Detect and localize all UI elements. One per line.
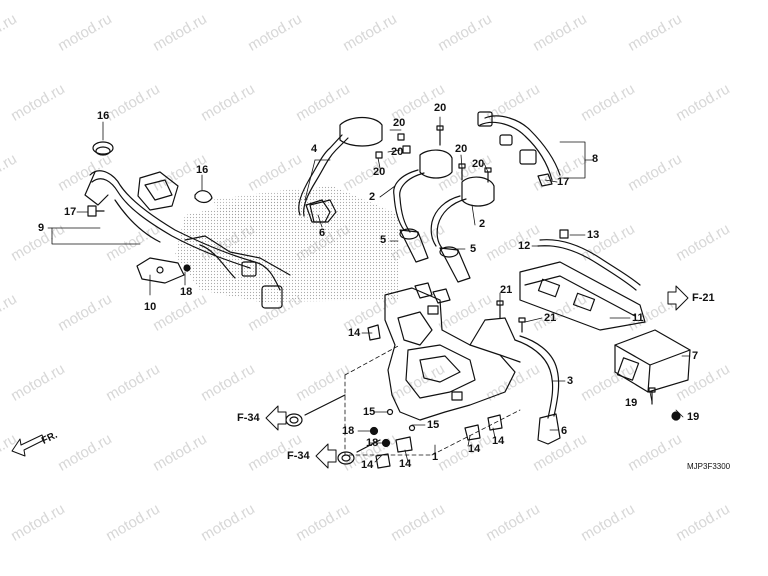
callout-6: 6	[561, 425, 568, 437]
callout-14: 14	[361, 459, 374, 471]
cable-12	[537, 229, 641, 291]
callout-14: 14	[399, 458, 412, 470]
callout-7: 7	[692, 350, 699, 362]
wire-3	[514, 335, 560, 419]
nuts-15-18	[369, 408, 416, 448]
frame-shading	[175, 185, 400, 302]
callout-3: 3	[567, 375, 574, 387]
callout-19: 19	[687, 411, 700, 423]
ref-label-f34: F-34	[287, 450, 310, 462]
callout-11: 11	[632, 312, 644, 324]
callout-20: 20	[373, 166, 386, 178]
clips-14	[367, 282, 503, 469]
ignition-coil-2b	[430, 176, 495, 249]
callout-14: 14	[492, 435, 505, 447]
callout-1: 1	[432, 451, 439, 463]
diagram-code: MJP3F3300	[687, 462, 731, 471]
callout-20: 20	[391, 146, 404, 158]
callout-18: 18	[342, 425, 355, 437]
cap-6-left	[309, 199, 337, 223]
callout-18: 18	[180, 286, 193, 298]
bracket-10	[136, 257, 185, 284]
bolts-20	[375, 125, 492, 183]
callout-5: 5	[470, 243, 477, 255]
module-7	[614, 329, 691, 393]
callout-15: 15	[363, 406, 376, 418]
ref-label-f34: F-34	[237, 412, 260, 424]
callout-18: 18	[366, 437, 379, 449]
clamp-16	[92, 141, 213, 204]
callout-20: 20	[393, 117, 406, 129]
callout-17: 17	[557, 176, 570, 188]
ignition-coil-4	[298, 116, 383, 223]
nut-18-left	[183, 264, 191, 272]
front-arrow	[11, 434, 45, 457]
callout-2: 2	[479, 218, 486, 230]
callout-16: 16	[97, 110, 110, 122]
callout-16: 16	[196, 164, 209, 176]
ref-arrow-f34a	[265, 405, 287, 431]
callout-15: 15	[427, 419, 440, 431]
ref-arrow-f21	[667, 285, 689, 311]
plug-cap-5b	[439, 246, 471, 283]
ref-arrow-f34b	[315, 443, 337, 469]
bolts-21	[496, 300, 526, 333]
callout-4: 4	[311, 143, 318, 155]
sub-harness-8	[477, 111, 561, 187]
wire-harness-9	[84, 170, 291, 309]
cap-6-right	[537, 413, 561, 445]
callout-6: 6	[319, 227, 326, 239]
callout-14: 14	[348, 327, 361, 339]
callout-14: 14	[468, 443, 481, 455]
bracket-frame-1	[384, 287, 521, 421]
plug-cap-5a	[399, 228, 429, 263]
callout-21: 21	[500, 284, 513, 296]
bolt-17-left	[87, 205, 105, 217]
callout-21: 21	[544, 312, 557, 324]
callout-17: 17	[64, 206, 77, 218]
callout-5: 5	[380, 234, 387, 246]
callout-20: 20	[434, 102, 447, 114]
unit-11	[519, 261, 646, 331]
callout-9: 9	[38, 222, 45, 234]
callout-8: 8	[592, 153, 599, 165]
ignition-coil-2a	[393, 149, 453, 233]
callout-20: 20	[472, 158, 485, 170]
callout-19: 19	[625, 397, 638, 409]
callout-20: 20	[455, 143, 468, 155]
callout-12: 12	[518, 240, 531, 252]
callout-13: 13	[587, 229, 600, 241]
bolts-19	[648, 387, 681, 421]
callout-2: 2	[369, 191, 376, 203]
callout-10: 10	[144, 301, 157, 313]
ref-label-f21: F-21	[692, 292, 715, 304]
